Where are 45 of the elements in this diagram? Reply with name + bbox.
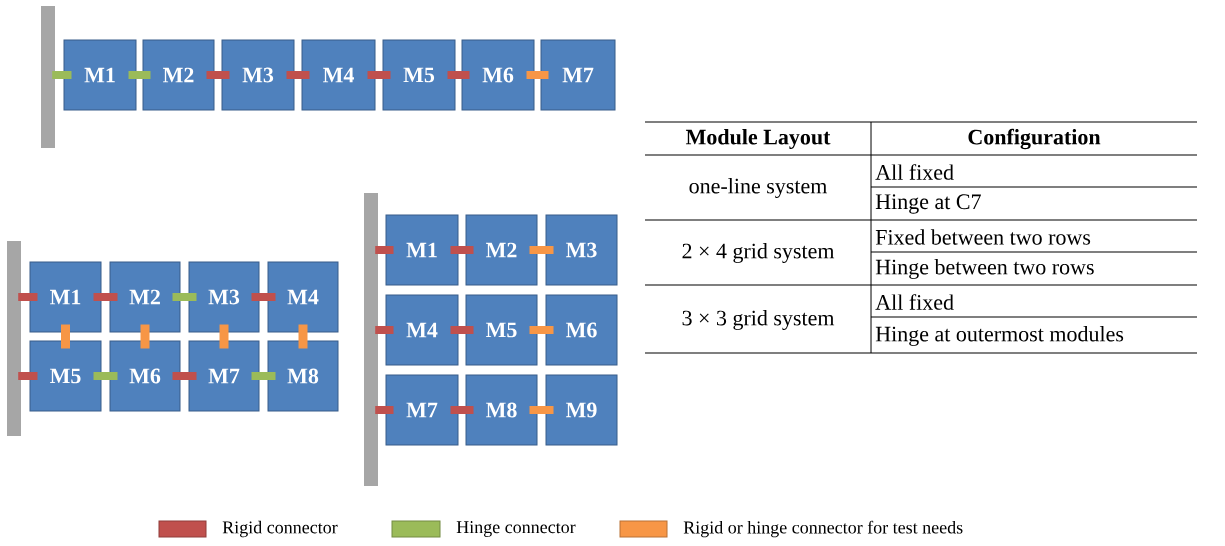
table-cell: All fixed xyxy=(875,164,954,180)
table-cell: Hinge at outermost modules xyxy=(875,326,1124,346)
wall-bar xyxy=(364,193,378,486)
module-box: M2 xyxy=(465,214,538,286)
module-box: M2 xyxy=(109,261,181,333)
module-box: M7 xyxy=(385,374,459,446)
module-box: M5 xyxy=(465,294,538,366)
module-box: M4 xyxy=(301,39,376,111)
legend-label: Rigid or hinge connector for test needs xyxy=(683,520,963,538)
module-box: M8 xyxy=(267,340,339,412)
table-cell: one-line system xyxy=(689,178,827,198)
table-cell: Hinge at C7 xyxy=(875,194,981,214)
table-cell: 3 × 3 grid system xyxy=(682,310,835,330)
module-box: M3 xyxy=(188,261,260,333)
table-header: Configuration xyxy=(968,128,1101,150)
module-box: M5 xyxy=(29,340,102,412)
module-box: M6 xyxy=(461,39,535,111)
legend-label: Rigid connector xyxy=(222,520,338,538)
module-box: M7 xyxy=(540,39,616,111)
connector xyxy=(298,324,308,349)
table-cell: All fixed xyxy=(875,294,954,310)
module-box: M1 xyxy=(385,214,459,286)
module-box: M5 xyxy=(382,39,456,111)
table-cell: Hinge between two rows xyxy=(875,259,1094,279)
module-box: M6 xyxy=(545,294,618,366)
module-box: M9 xyxy=(545,374,618,446)
module-box: M4 xyxy=(385,294,459,366)
module-box: M6 xyxy=(109,340,181,412)
legend-label: Hinge connector xyxy=(456,521,576,537)
module-box: M1 xyxy=(63,39,137,111)
module-box: M2 xyxy=(142,39,215,111)
module-box: M3 xyxy=(545,214,618,286)
connector xyxy=(140,324,150,349)
connector xyxy=(61,324,70,349)
wall-bar xyxy=(41,6,55,148)
module-box: M7 xyxy=(188,340,260,412)
module-box: M8 xyxy=(465,374,538,446)
table-header: Module Layout xyxy=(685,129,831,149)
table-cell: Fixed between two rows xyxy=(875,229,1091,245)
module-box: M4 xyxy=(267,261,339,333)
module-box: M3 xyxy=(221,39,295,111)
wall-bar xyxy=(7,241,21,436)
connector xyxy=(219,324,229,349)
table-cell: 2 × 4 grid system xyxy=(682,243,835,263)
module-box: M1 xyxy=(29,261,102,333)
